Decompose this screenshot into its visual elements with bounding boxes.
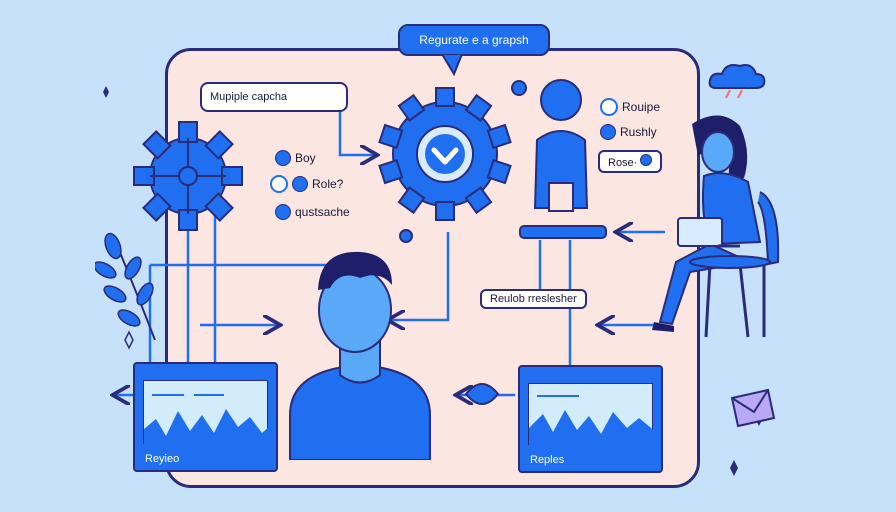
radio-dot-icon [275, 150, 291, 166]
captcha-text: Mupiple capcha [210, 91, 288, 103]
option-rouipe[interactable]: Rouipe [600, 98, 660, 116]
leaf-branch-icon [95, 232, 156, 341]
left-window-screen [143, 380, 271, 447]
center-gear-icon [378, 87, 512, 221]
left-window: Reyieo [133, 362, 278, 472]
left-graph-icon [144, 394, 271, 447]
left-window-label: Reyieo [145, 453, 180, 465]
search-icon [640, 154, 653, 166]
standing-person-icon [519, 79, 607, 239]
radio-dot-icon [275, 204, 291, 220]
left-gear-icon [133, 121, 243, 231]
center-person-icon [289, 251, 431, 460]
option-qustsache[interactable]: qustsache [275, 204, 350, 220]
right-graph-icon [529, 395, 656, 448]
right-window: Reples [518, 365, 663, 473]
option-boy[interactable]: Boy [275, 150, 316, 166]
cloud-icon [708, 64, 766, 98]
top-speech-bubble: Regurate e a grapsh [398, 24, 550, 56]
pointer-badge-icon [464, 383, 500, 405]
option-role[interactable]: Role? [270, 175, 343, 193]
radio-dot-icon [292, 176, 308, 192]
rose-tag[interactable]: Rose· [598, 150, 663, 173]
radio-ring-icon [270, 175, 288, 193]
envelope-icon [730, 388, 776, 428]
radio-dot-icon [600, 124, 616, 140]
radio-ring-icon [600, 98, 618, 116]
right-window-label: Reples [530, 454, 565, 466]
speech-tail [440, 54, 464, 76]
middle-label: Reulob rreslesher [480, 289, 587, 309]
captcha-bubble: Mupiple capcha [200, 82, 348, 112]
option-rushly[interactable]: Rushly [600, 124, 657, 140]
right-window-screen [528, 383, 656, 448]
seated-person-icon [652, 115, 780, 338]
top-speech-text: Regurate e a grapsh [419, 33, 529, 47]
